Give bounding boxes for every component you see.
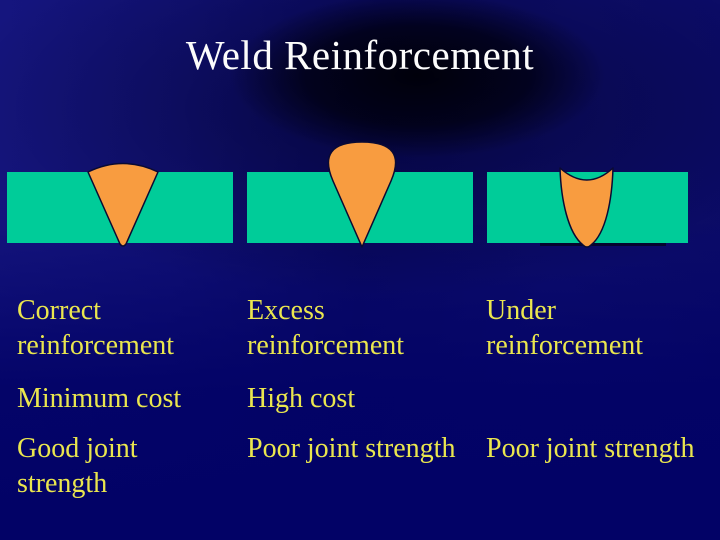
under-weld-root-line [540, 243, 666, 246]
under-reinforcement-label: Under reinforcement [486, 293, 643, 363]
label-line: reinforcement [486, 330, 644, 361]
minimum-cost-label: Minimum cost [17, 383, 182, 414]
slide-title: Weld Reinforcement [185, 32, 535, 78]
poor-joint-strength-label-under: Poor joint strength [486, 433, 695, 464]
excess-reinforcement-label: Excess reinforcement [247, 293, 404, 363]
excess-weld-shape [327, 141, 397, 248]
correct-reinforcement-label: Correct reinforcement [17, 293, 174, 363]
label-line: reinforcement [247, 330, 405, 361]
label-line: strength [17, 468, 108, 499]
label-line: Correct [17, 295, 101, 326]
good-joint-strength-label: Good joint strength [17, 431, 138, 501]
poor-joint-strength-label-excess: Poor joint strength [247, 433, 456, 464]
label-line: reinforcement [17, 330, 175, 361]
label-line: Excess [247, 295, 325, 326]
high-cost-label: High cost [247, 383, 356, 414]
under-weld-shape [559, 167, 614, 248]
label-line: Good joint [17, 433, 138, 464]
weld-cross-section-diagram [7, 141, 688, 248]
label-line: Under [486, 295, 556, 326]
correct-weld-shape [87, 162, 159, 247]
